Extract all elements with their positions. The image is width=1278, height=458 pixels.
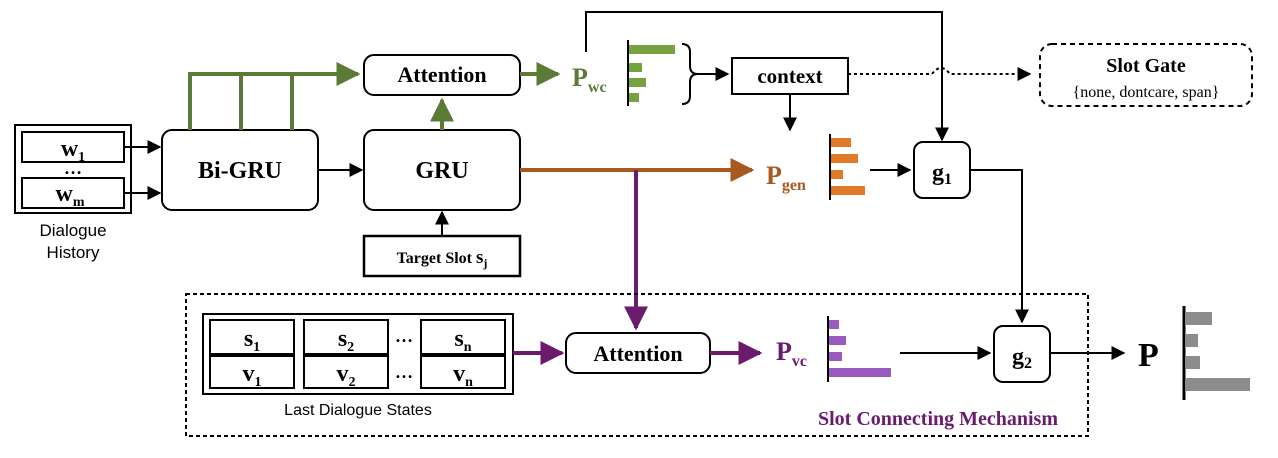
pvc-bar-4 <box>829 368 891 377</box>
final-bar-3 <box>1185 356 1200 369</box>
target-slot-label: Target Slot sj <box>397 247 488 270</box>
pvc-distribution <box>827 316 891 382</box>
arrow-g1-to-g2 <box>970 169 1029 324</box>
state-v2-label: v2 <box>337 361 356 390</box>
state-sn-box <box>420 319 506 355</box>
pgen-bar-3 <box>831 170 843 179</box>
dialogue-history-caption-line2: History <box>47 243 100 262</box>
token-dots: … <box>64 158 82 178</box>
dialogue-history: w1 … wm Dialogue History <box>14 124 132 262</box>
token-wm-label: wm <box>55 181 84 210</box>
pwc-bar-3 <box>629 78 646 87</box>
target-slot-block <box>362 234 522 278</box>
g2-label: g2 <box>1012 344 1032 372</box>
slot-gate-options: {none, dontcare, span} <box>1073 84 1220 101</box>
final-distribution <box>1182 306 1250 400</box>
final-p-label: P <box>1138 337 1159 374</box>
pwc-brace <box>681 43 699 105</box>
bigru-to-attention-connectors <box>188 62 361 130</box>
state-sn-label: sn <box>454 326 471 355</box>
state-v2-box <box>303 355 389 389</box>
pgen-bar-4 <box>831 186 865 195</box>
pgen-bar-1 <box>831 138 851 147</box>
slot-connecting-mechanism-label: Slot Connecting Mechanism <box>818 408 1058 430</box>
slot-gate-block <box>1039 43 1253 107</box>
last-dialogue-states: s1 v1 s2 v2 … … sn vn Last Dialogue Stat… <box>202 313 514 419</box>
attention-bottom-label: Attention <box>593 341 682 366</box>
state-s1-label: s1 <box>244 326 260 355</box>
g1-label: g1 <box>932 160 952 188</box>
state-dots-bottom: … <box>395 362 413 382</box>
state-v1-label: v1 <box>243 361 262 390</box>
dialogue-history-caption-line1: Dialogue <box>39 221 106 240</box>
pwc-bar-2 <box>629 63 642 72</box>
state-vn-label: vn <box>453 361 473 390</box>
state-s2-box <box>303 319 389 355</box>
token-w1-label: w1 <box>61 136 85 165</box>
state-s1-box <box>209 319 295 355</box>
pvc-bar-3 <box>829 352 842 361</box>
bigru-label: Bi-GRU <box>198 158 282 184</box>
state-s2-label: s2 <box>338 326 354 355</box>
token-box-wm <box>21 177 125 209</box>
pgen-bar-2 <box>831 154 858 163</box>
state-v1-box <box>209 355 295 389</box>
pgen-label: Pgen <box>766 161 806 194</box>
pwc-distribution <box>627 40 675 106</box>
pvc-label: Pvc <box>776 337 807 370</box>
state-dots-top: … <box>395 326 413 346</box>
arrow-context-to-slot-gate <box>848 67 1032 81</box>
slot-connecting-mechanism-region <box>185 293 1089 437</box>
final-bar-1 <box>1185 312 1212 325</box>
gru-label: GRU <box>415 158 468 184</box>
arrow-pwc-to-g1 <box>585 11 949 142</box>
pvc-bar-2 <box>829 336 846 345</box>
pwc-bar-1 <box>629 45 675 54</box>
state-vn-box <box>420 355 506 389</box>
context-label: context <box>757 64 822 88</box>
final-bar-2 <box>1185 334 1198 347</box>
last-states-caption: Last Dialogue States <box>284 402 432 419</box>
pwc-label: Pwc <box>572 63 607 96</box>
pgen-distribution <box>829 134 865 200</box>
final-bar-4 <box>1185 378 1250 391</box>
pvc-bar-1 <box>829 320 839 329</box>
attention-top-label: Attention <box>397 62 486 87</box>
slot-gate-title: Slot Gate <box>1106 55 1186 77</box>
pwc-bar-4 <box>629 93 639 102</box>
token-box-w1 <box>21 131 125 163</box>
